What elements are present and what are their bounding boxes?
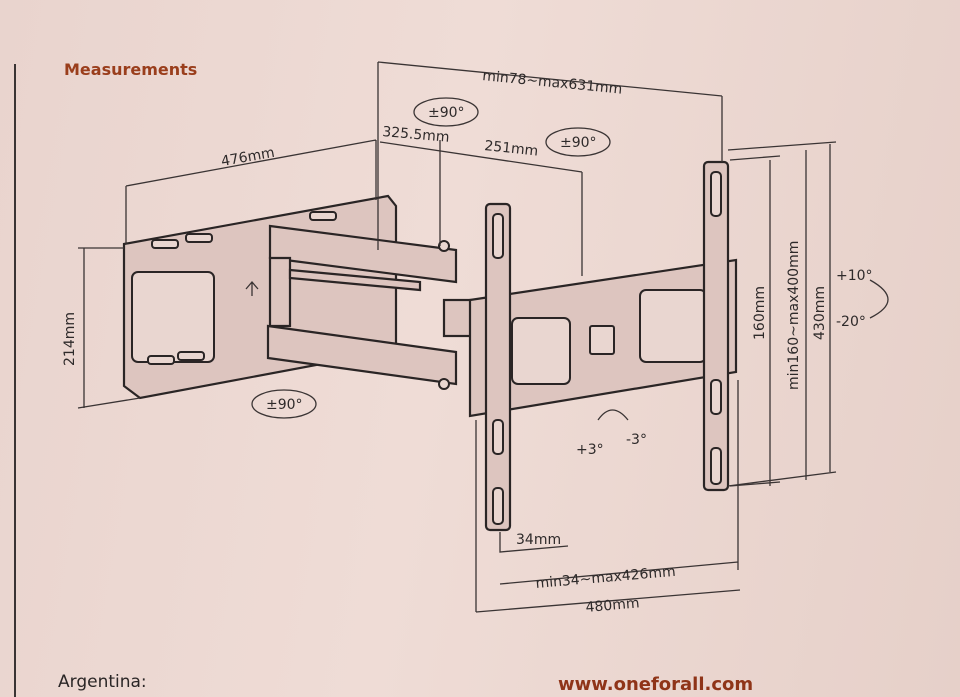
label-swivel-bottom: ±90° xyxy=(266,397,303,413)
section-heading: Measurements xyxy=(64,60,198,79)
label-wall-plate-height: 214mm xyxy=(62,312,78,366)
label-tilt-up: +10° xyxy=(836,268,873,284)
footer-website: www.oneforall.com xyxy=(558,674,754,695)
label-arm-segment-1: 325.5mm xyxy=(382,124,450,146)
label-vesa-min-v: 160mm xyxy=(752,286,768,340)
left-border-line xyxy=(14,64,16,697)
label-level-minus: -3° xyxy=(626,432,647,448)
dimension-lines xyxy=(77,61,837,613)
label-wall-offset: 476mm xyxy=(220,145,276,170)
label-tilt-down: -20° xyxy=(836,314,866,330)
footer-country: Argentina: xyxy=(58,672,147,692)
label-arm-segment-2: 251mm xyxy=(484,138,539,160)
label-swivel-top-1: ±90° xyxy=(428,105,465,121)
label-level-plus: +3° xyxy=(576,442,604,458)
label-bracket-height: 430mm xyxy=(812,286,828,340)
label-vesa-v-range: min160~max400mm xyxy=(786,241,802,390)
label-bracket-width: 480mm xyxy=(585,595,640,616)
label-vesa-min-h: 34mm xyxy=(516,532,561,548)
label-vesa-h-range: min34~max426mm xyxy=(535,564,676,592)
rotation-indicators xyxy=(251,97,889,421)
tv-bracket xyxy=(468,160,738,532)
label-arm-extension: min78~max631mm xyxy=(482,68,623,98)
label-swivel-top-2: ±90° xyxy=(560,135,597,151)
